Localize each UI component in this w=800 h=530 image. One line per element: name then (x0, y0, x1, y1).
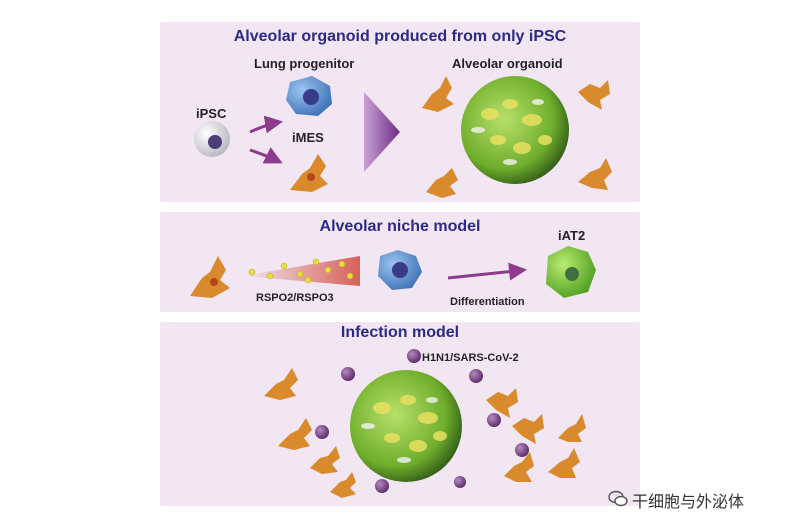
virus-label: H1N1/SARS-CoV-2 (422, 352, 519, 364)
iat2-cell-icon (546, 246, 596, 298)
arrow-to-progenitor-icon (250, 122, 280, 132)
differentiation-label: Differentiation (450, 296, 525, 308)
organoid-illustration (160, 22, 640, 202)
transition-arrow-icon (364, 92, 400, 172)
lung-progenitor-label: Lung progenitor (254, 56, 354, 71)
niche-panel: Alveolar niche model (160, 212, 640, 312)
infected-organoid-icon (350, 370, 462, 482)
watermark: 干细胞与外泌体 (608, 486, 788, 512)
imes-fibroblast-icon (290, 154, 328, 192)
arrow-to-imes-icon (250, 150, 280, 162)
organoid-panel: Alveolar organoid produced from only iPS… (160, 22, 640, 202)
rspo-label: RSPO2/RSPO3 (256, 292, 334, 304)
ipsc-cell-icon (194, 121, 230, 157)
niche-illustration (160, 212, 640, 312)
infection-panel: Infection model (160, 322, 640, 506)
niche-fibroblast-icon (190, 256, 230, 298)
alveolar-organoid-label: Alveolar organoid (452, 56, 563, 71)
watermark-text: 干细胞与外泌体 (632, 488, 744, 512)
lung-progenitor-cell-icon (286, 76, 332, 116)
niche-progenitor-cell-icon (378, 250, 422, 290)
imes-label: iMES (292, 130, 324, 145)
iat2-label: iAT2 (558, 228, 585, 243)
infection-illustration (160, 322, 640, 506)
wechat-icon (608, 490, 628, 508)
differentiation-arrow-icon (448, 270, 524, 278)
ipsc-label: iPSC (196, 106, 226, 121)
alveolar-organoid-icon (461, 76, 569, 184)
